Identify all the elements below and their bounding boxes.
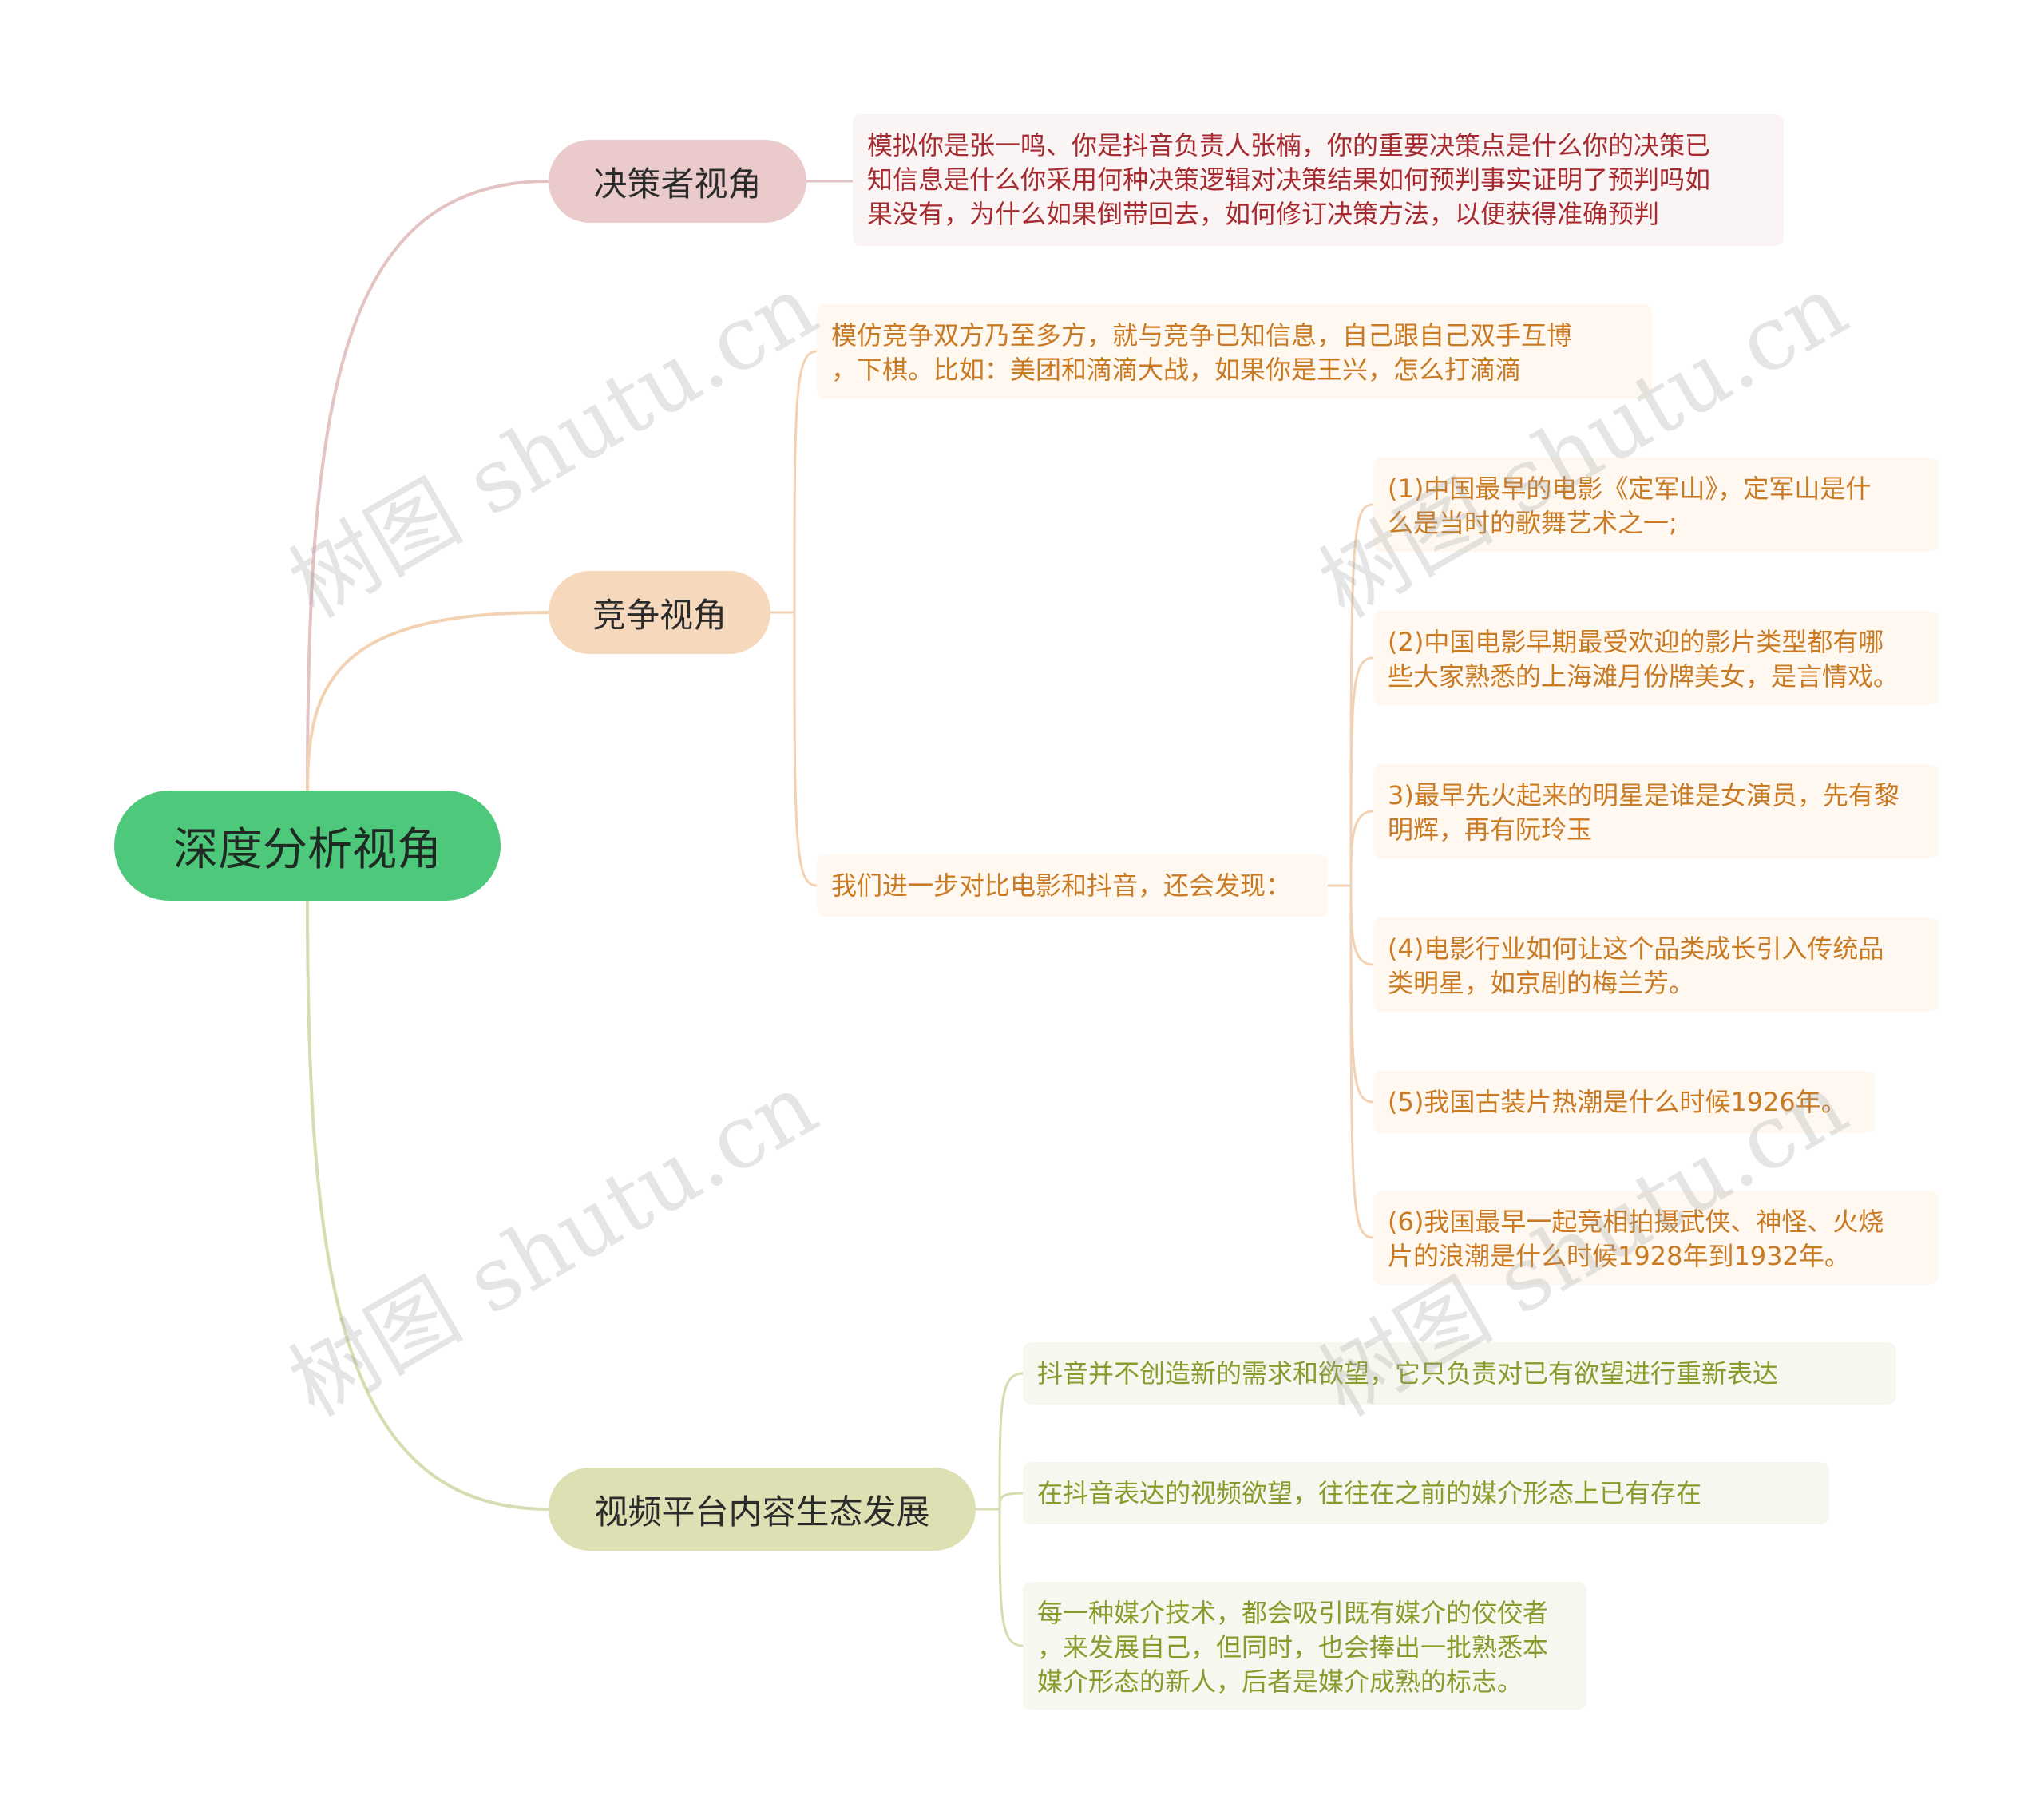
leaf-existing-media[interactable]: 在抖音表达的视频欲望，往往在之前的媒介形态上已有存在 xyxy=(1023,1462,1829,1524)
leaf-film-point-4[interactable]: (4)电影行业如何让这个品类成长引入传统品 类明星，如京剧的梅兰芳。 xyxy=(1373,917,1939,1012)
connector-line xyxy=(1349,810,1375,887)
connector-line xyxy=(1349,884,1375,1239)
connector-line xyxy=(1349,884,1375,1104)
connector-line xyxy=(793,350,818,614)
connector-line xyxy=(998,1492,1024,1511)
leaf-decision-simulation[interactable]: 模拟你是张一鸣、你是抖音负责人张楠，你的重要决策点是什么你的决策已 知信息是什么… xyxy=(853,114,1784,246)
connector-line xyxy=(306,180,550,792)
leaf-media-technology[interactable]: 每一种媒介技术，都会吸引既有媒介的佼佼者 ，来发展自己，但同时，也会捧出一批熟悉… xyxy=(1023,1582,1586,1710)
leaf-douyin-desire[interactable]: 抖音并不创造新的需求和欲望，它只负责对已有欲望进行重新表达 xyxy=(1023,1342,1896,1405)
connector-line xyxy=(306,899,550,1511)
leaf-film-comparison[interactable]: 我们进一步对比电影和抖音，还会发现： xyxy=(817,854,1328,917)
connector-line xyxy=(998,1508,1024,1647)
root-node[interactable]: 深度分析视角 xyxy=(114,791,501,901)
branch-decision-maker[interactable]: 决策者视角 xyxy=(549,140,806,223)
connector-line xyxy=(998,1372,1024,1511)
connector-line xyxy=(793,611,818,887)
leaf-competition-simulation[interactable]: 模仿竞争双方乃至多方，就与竞争已知信息，自己跟自己双手互博 ，下棋。比如：美团和… xyxy=(817,304,1652,398)
connector-line xyxy=(1349,884,1375,966)
branch-competition[interactable]: 竞争视角 xyxy=(549,571,770,654)
connector-line xyxy=(1349,656,1375,887)
leaf-film-point-6[interactable]: (6)我国最早一起竞相拍摄武侠、神怪、火烧 片的浪潮是什么时候1928年到193… xyxy=(1373,1191,1939,1285)
leaf-film-point-2[interactable]: (2)中国电影早期最受欢迎的影片类型都有哪 些大家熟悉的上海滩月份牌美女，是言情… xyxy=(1373,611,1939,705)
leaf-film-point-1[interactable]: (1)中国最早的电影《定军山》，定军山是什 么是当时的歌舞艺术之一; xyxy=(1373,458,1939,552)
leaf-film-point-3[interactable]: 3)最早先火起来的明星是谁是女演员，先有黎 明辉，再有阮玲玉 xyxy=(1373,764,1939,858)
leaf-film-point-5[interactable]: (5)我国古装片热潮是什么时候1926年。 xyxy=(1373,1071,1875,1133)
branch-video-platform[interactable]: 视频平台内容生态发展 xyxy=(549,1468,976,1551)
connector-line xyxy=(306,611,550,792)
